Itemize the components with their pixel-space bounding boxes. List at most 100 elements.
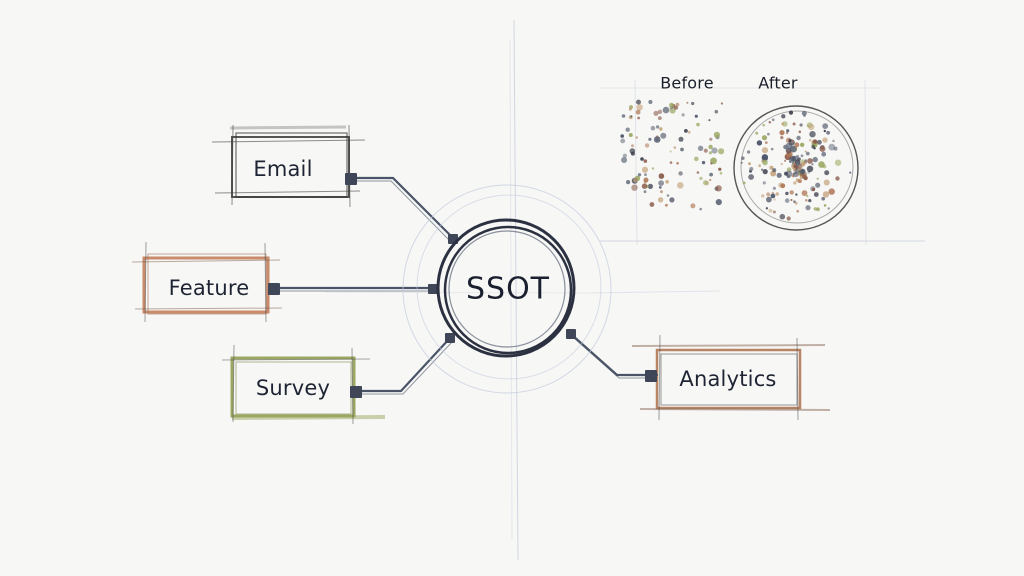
scatter-dot bbox=[788, 156, 796, 163]
scatter-dot bbox=[780, 162, 783, 166]
scatter-dot bbox=[795, 162, 800, 167]
survey-label: Survey bbox=[255, 376, 331, 400]
scatter-dot bbox=[702, 180, 709, 186]
scatter-dot bbox=[782, 121, 788, 127]
scatter-dot bbox=[792, 122, 796, 126]
scatter-dot bbox=[637, 173, 642, 177]
scatter-dot bbox=[809, 131, 816, 138]
scatter-dot bbox=[628, 108, 632, 111]
scatter-dot bbox=[758, 164, 761, 168]
scatter-dot bbox=[635, 109, 641, 115]
hub-label: SSOT bbox=[465, 271, 551, 307]
scatter-dot bbox=[768, 208, 773, 213]
scatter-dot bbox=[747, 150, 751, 154]
scatter-dot bbox=[811, 187, 816, 192]
scatter-dot bbox=[796, 209, 799, 213]
scatter-dot bbox=[828, 188, 835, 195]
scatter-dot bbox=[823, 129, 826, 133]
scatter-dot bbox=[773, 198, 776, 201]
scatter-dot bbox=[748, 174, 754, 180]
scatter-dot bbox=[823, 179, 830, 186]
scatter-dot bbox=[684, 129, 688, 133]
scatter-dot bbox=[768, 121, 771, 124]
scatter-dot bbox=[822, 164, 827, 169]
scatter-dot bbox=[620, 138, 626, 144]
scatter-dot bbox=[675, 102, 680, 107]
scatter-dot bbox=[835, 176, 840, 181]
scatter-dot bbox=[648, 99, 653, 105]
scatter-dot bbox=[708, 151, 713, 155]
scatter-dot bbox=[849, 171, 852, 174]
scatter-dot bbox=[819, 145, 826, 152]
scatter-dot bbox=[770, 147, 774, 151]
scatter-dot bbox=[647, 183, 654, 189]
scatter-dot bbox=[792, 171, 799, 178]
scatter-dot bbox=[766, 192, 771, 197]
scatter-dot bbox=[666, 194, 670, 197]
connector-caps bbox=[268, 173, 657, 398]
scatter-before-cluster bbox=[620, 99, 725, 211]
scatter-dot bbox=[694, 114, 698, 118]
scatter-dot bbox=[699, 207, 702, 211]
scatter-dot bbox=[644, 143, 650, 148]
scatter-dot bbox=[822, 123, 829, 129]
scatter-dot bbox=[761, 135, 768, 141]
scatter-dot bbox=[786, 216, 791, 221]
analytics-label: Analytics bbox=[679, 367, 777, 391]
scatter-dot bbox=[789, 145, 797, 153]
scatter-dot bbox=[797, 179, 802, 184]
scatter-dot bbox=[811, 144, 816, 149]
scatter-dot bbox=[765, 141, 768, 144]
scatter-dot bbox=[802, 174, 807, 179]
scatter-dot bbox=[807, 158, 813, 164]
scatter-dot bbox=[658, 180, 664, 187]
scatter-dot bbox=[651, 167, 655, 170]
scatter-dot bbox=[658, 173, 665, 179]
scatter-dot bbox=[711, 147, 718, 154]
scatter-dot bbox=[801, 110, 807, 116]
scatter-dot bbox=[788, 139, 792, 143]
scatter-dot bbox=[813, 207, 817, 211]
scatter-dot bbox=[650, 125, 656, 131]
scatter-dot bbox=[784, 171, 788, 176]
scatter-dot bbox=[643, 177, 649, 183]
scatter-dot bbox=[767, 132, 770, 136]
scatter-dot bbox=[832, 139, 835, 143]
scatter-dot bbox=[697, 145, 704, 151]
scatter-dot bbox=[772, 210, 776, 214]
scatter-dot bbox=[790, 199, 793, 201]
scatter-dot bbox=[709, 172, 713, 177]
scatter-dot bbox=[621, 114, 626, 118]
scatter-dot bbox=[703, 148, 708, 153]
scatter-dot bbox=[805, 205, 811, 211]
scatter-dot bbox=[761, 154, 769, 161]
scatter-dot bbox=[805, 199, 808, 202]
scatter-dot bbox=[710, 162, 713, 165]
scatter-dot bbox=[795, 193, 798, 196]
scatter-dot bbox=[657, 116, 662, 120]
scatter-dot bbox=[669, 150, 672, 153]
scatter-dot bbox=[696, 171, 700, 174]
scatter-dot bbox=[681, 113, 685, 117]
scatter-dot bbox=[816, 177, 819, 180]
scatter-dot bbox=[828, 143, 836, 151]
scatter-dot bbox=[669, 102, 674, 108]
scatter-dot bbox=[631, 144, 634, 148]
scatter-dot bbox=[637, 116, 640, 120]
scatter-dot bbox=[633, 177, 638, 183]
before-label: Before bbox=[660, 73, 714, 93]
scatter-dot bbox=[822, 137, 828, 143]
scatter-dot bbox=[659, 127, 663, 131]
scatter-dot bbox=[673, 105, 679, 110]
scatter-dot bbox=[780, 183, 786, 189]
scatter-dot bbox=[708, 144, 713, 150]
scatter-inset bbox=[620, 99, 859, 231]
scatter-dot bbox=[673, 146, 677, 149]
scatter-dot bbox=[794, 201, 798, 205]
scatter-after-cluster bbox=[740, 110, 852, 221]
scatter-dot bbox=[800, 154, 804, 158]
scatter-dot bbox=[796, 135, 801, 141]
scatter-dot bbox=[625, 127, 630, 132]
scatter-dot bbox=[780, 136, 784, 140]
